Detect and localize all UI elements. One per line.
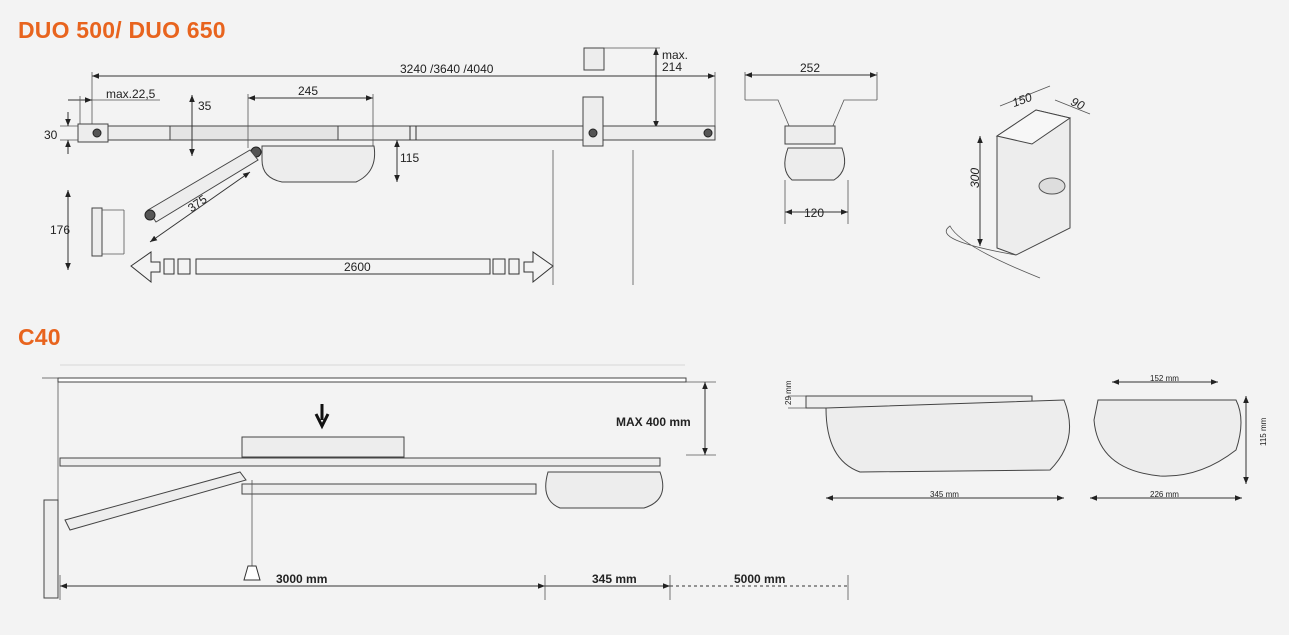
section-title-c40: C40 [18, 324, 61, 350]
label-115b: 115 mm [1259, 417, 1268, 446]
front-motor [784, 147, 846, 181]
c40-motor-side [825, 399, 1071, 473]
label-252: 252 [800, 61, 820, 75]
c40-rail [59, 457, 661, 467]
label-90: 90 [1069, 94, 1087, 112]
duo-controller-box: 150 90 300 [945, 85, 1091, 279]
label-rail-length: 3240 /3640 /4040 [400, 62, 494, 76]
ceiling-bracket [583, 47, 605, 71]
section-title-duo: DUO 500/ DUO 650 [18, 17, 226, 43]
c40-motor [545, 471, 664, 509]
down-arrow-icon [314, 404, 330, 430]
label-345: 345 mm [592, 572, 637, 586]
c40-detail-front: 152 mm 226 mm 115 mm [1090, 374, 1268, 501]
label-120: 120 [804, 206, 824, 220]
motor-unit [261, 145, 376, 183]
label-150: 150 [1010, 90, 1034, 110]
c40-motor-top [241, 436, 405, 458]
label-115: 115 [400, 151, 419, 165]
label-226: 226 mm [1150, 490, 1179, 499]
duo-side-view: 3240 /3640 /4040 max. 214 max.22,5 35 24… [44, 47, 716, 285]
label-5000: 5000 mm [734, 572, 785, 586]
label-176: 176 [50, 223, 70, 237]
label-152: 152 mm [1150, 374, 1179, 383]
label-max: max. [662, 48, 688, 62]
label-30: 30 [44, 128, 58, 142]
label-2600: 2600 [344, 260, 371, 274]
door-arm [147, 149, 259, 223]
label-35: 35 [198, 99, 212, 113]
label-29: 29 mm [784, 380, 793, 405]
c40-side-view: MAX 400 mm 3000 mm 345 mm 5000 mm [42, 364, 849, 600]
c40-motor-front [1093, 399, 1242, 477]
label-345b: 345 mm [930, 490, 959, 499]
label-max-22: max.22,5 [106, 87, 156, 101]
c40-arm [64, 471, 247, 531]
label-max-400: MAX 400 mm [616, 415, 691, 429]
c40-detail-side: 29 mm 345 mm [784, 380, 1071, 501]
duo-front-view: 252 120 [744, 61, 878, 224]
label-300: 300 [968, 168, 982, 188]
label-3000: 3000 mm [276, 572, 327, 586]
label-245: 245 [298, 84, 318, 98]
label-214: 214 [662, 60, 682, 74]
